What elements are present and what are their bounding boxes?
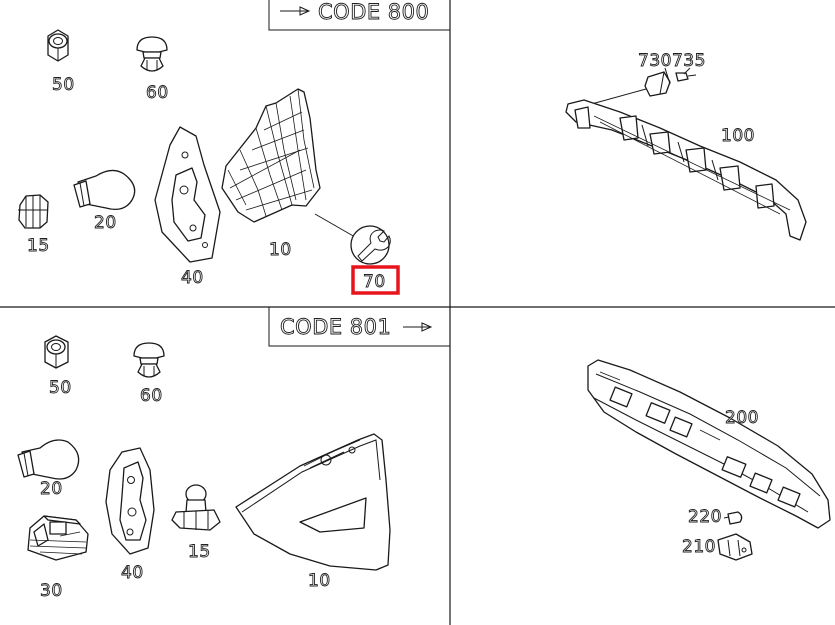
- part-15-socket-bottom[interactable]: [171, 484, 221, 531]
- part-50-nut-bottom[interactable]: [44, 335, 69, 369]
- part-15-socket[interactable]: [18, 194, 49, 229]
- header-code-800-text: CODE 800: [318, 0, 429, 24]
- label-bottom-10[interactable]: 10: [308, 571, 331, 592]
- label-bottom-220[interactable]: 220: [688, 507, 722, 528]
- label-bottom-60[interactable]: 60: [140, 386, 163, 407]
- part-40-gasket[interactable]: [154, 126, 221, 263]
- part-210-connector[interactable]: [717, 533, 753, 561]
- label-bottom-40[interactable]: 40: [121, 563, 144, 584]
- header-code-801-text: CODE 801: [280, 315, 391, 339]
- part-20-bulb-bottom[interactable]: [17, 439, 80, 480]
- part-30-bulb-holder[interactable]: [27, 515, 89, 561]
- label-bottom-30[interactable]: 30: [40, 581, 63, 602]
- highlight-box-70[interactable]: [351, 265, 400, 295]
- label-top-730735[interactable]: 730735: [638, 51, 706, 72]
- label-bottom-15[interactable]: 15: [188, 542, 211, 563]
- part-60-clip[interactable]: [136, 36, 168, 72]
- header-code-800[interactable]: CODE 800: [268, 0, 450, 31]
- part-60-clip-bottom[interactable]: [133, 342, 165, 378]
- label-top-15[interactable]: 15: [27, 236, 50, 257]
- part-50-nut[interactable]: [47, 29, 69, 62]
- part-200-light-bar[interactable]: [587, 359, 831, 529]
- header-code-801[interactable]: CODE 801: [268, 307, 450, 347]
- part-20-bulb[interactable]: [73, 169, 136, 211]
- label-top-100[interactable]: 100: [721, 126, 755, 147]
- label-top-40[interactable]: 40: [181, 268, 204, 289]
- label-top-60[interactable]: 60: [146, 83, 169, 104]
- label-top-50[interactable]: 50: [52, 75, 75, 96]
- part-70-wrench-icon[interactable]: [314, 213, 391, 265]
- label-top-10[interactable]: 10: [269, 240, 292, 261]
- label-bottom-210[interactable]: 210: [682, 537, 716, 558]
- part-100-bracket[interactable]: [565, 99, 807, 241]
- part-10-tail-lamp-bottom[interactable]: [235, 433, 391, 571]
- label-top-70[interactable]: 70: [363, 272, 386, 293]
- part-40-gasket-bottom[interactable]: [105, 447, 155, 555]
- label-bottom-20[interactable]: 20: [40, 479, 63, 500]
- part-730-735-fasteners[interactable]: [587, 67, 697, 106]
- label-bottom-50[interactable]: 50: [49, 378, 72, 399]
- part-10-tail-lamp-top[interactable]: [221, 88, 321, 223]
- label-top-20[interactable]: 20: [94, 213, 117, 234]
- label-bottom-200[interactable]: 200: [725, 408, 759, 429]
- part-220-bulb[interactable]: [723, 511, 743, 525]
